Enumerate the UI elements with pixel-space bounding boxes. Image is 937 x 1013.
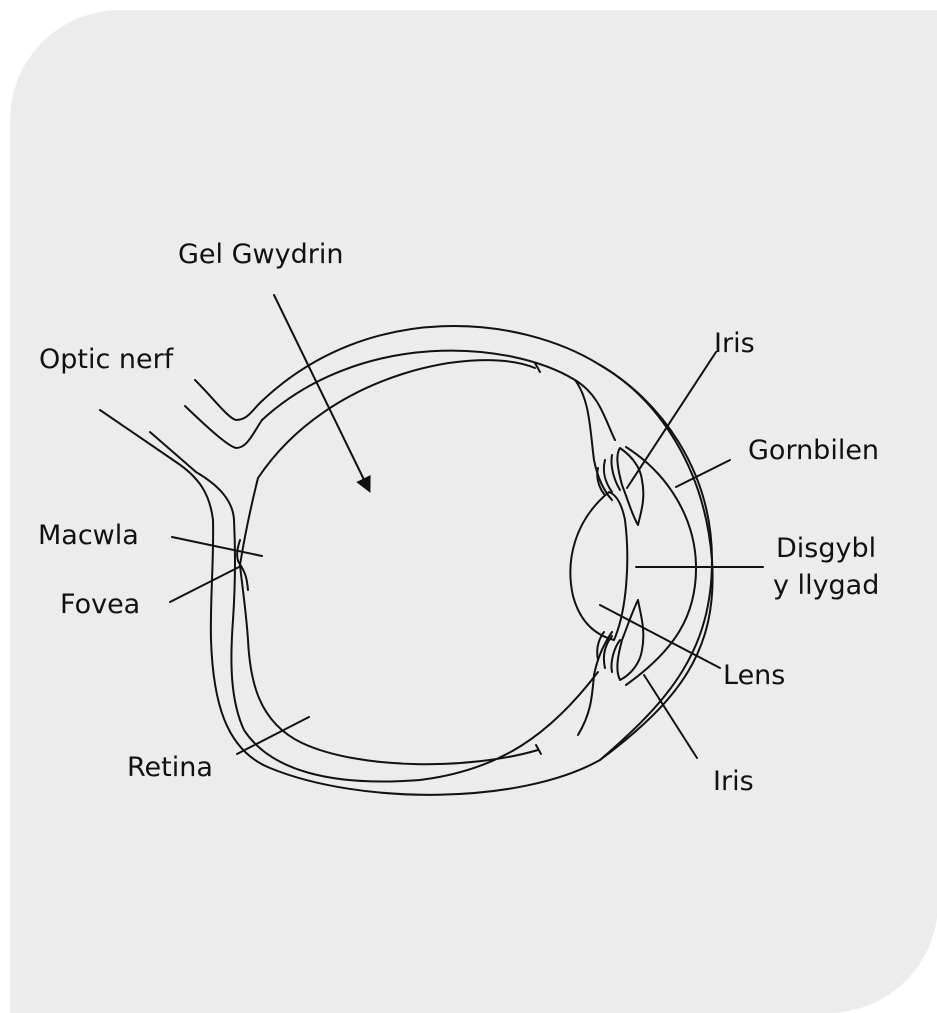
sclera-outer — [100, 326, 713, 795]
label-lens: Lens — [723, 660, 785, 691]
retina-contour — [240, 360, 538, 764]
iris-lower — [617, 600, 643, 680]
label-gornbilen: Gornbilen — [748, 435, 879, 466]
macwla-pointer — [172, 537, 262, 556]
label-fovea: Fovea — [60, 589, 140, 620]
label-disgybl-line2: y llygad — [773, 570, 879, 601]
fovea-pointer — [170, 566, 241, 602]
gornbilen-pointer — [676, 460, 730, 487]
label-gel-gwydrin: Gel Gwydrin — [178, 239, 343, 270]
sclera-inner — [150, 351, 615, 782]
iris-upper — [617, 448, 643, 525]
label-iris-bottom: Iris — [713, 766, 754, 797]
label-macwla: Macwla — [38, 520, 139, 551]
label-iris-top: Iris — [714, 328, 755, 359]
label-optic-nerf: Optic nerf — [39, 344, 175, 375]
label-retina: Retina — [127, 752, 213, 783]
ciliary-body-bottom — [578, 632, 612, 735]
iris-top-pointer — [627, 352, 716, 488]
label-disgybl-line1: Disgybl — [776, 533, 876, 564]
lens-shape — [570, 492, 627, 640]
optic-nerve-upper — [195, 380, 263, 420]
